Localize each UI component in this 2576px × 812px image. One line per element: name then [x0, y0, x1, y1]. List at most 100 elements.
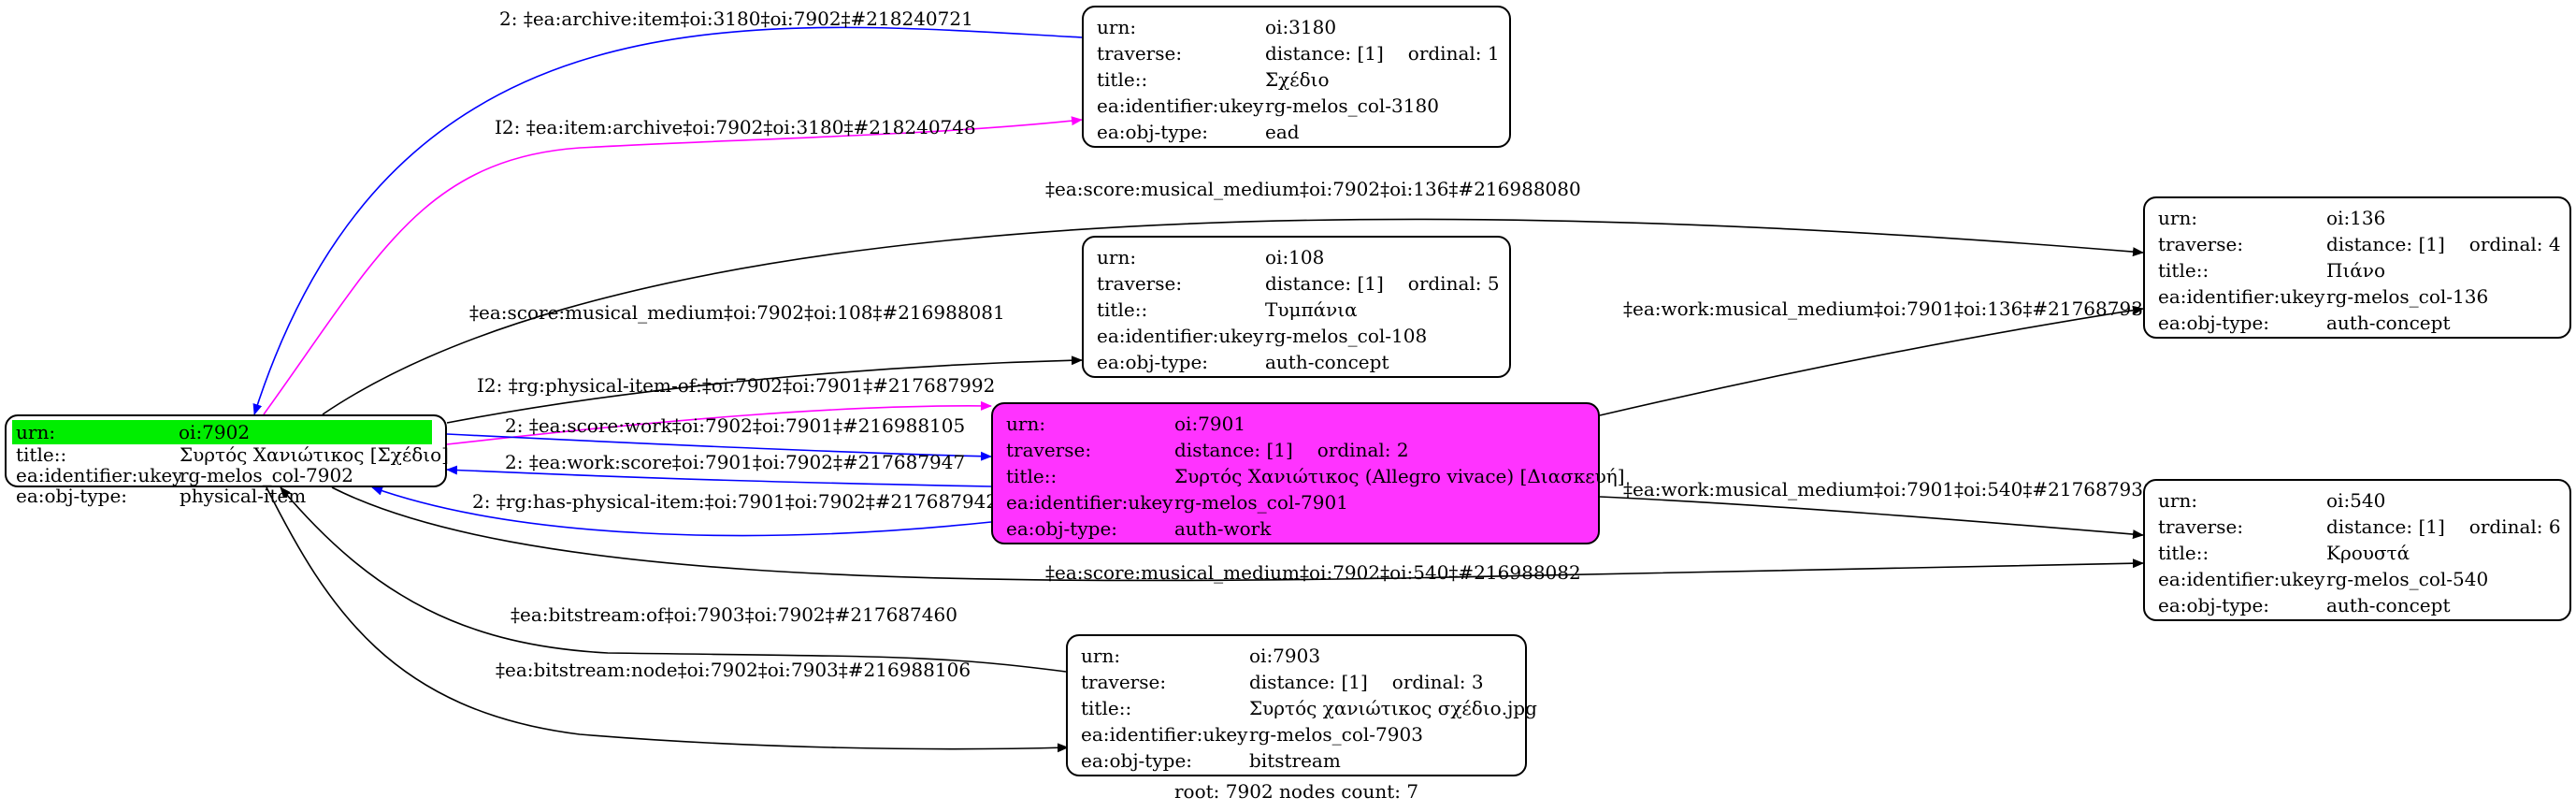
- node-key: ea:identifier:ukey: [1081, 723, 1248, 746]
- node-key: title::: [2158, 259, 2209, 282]
- node-key: ea:identifier:ukey: [16, 464, 183, 486]
- node-540[interactable]: urn: oi:540 traverse:distance: [1]ordinal…: [2143, 479, 2571, 621]
- edge-label-archive-item: 2: ‡ea:archive:item‡oi:3180‡oi:7902‡#218…: [499, 7, 973, 30]
- edge-score-medium-136: [322, 218, 2144, 415]
- node-key: ea:identifier:ukey: [2158, 285, 2325, 308]
- node-value: Τυμπάνια: [1265, 298, 1358, 321]
- edge-label-score-medium-136: ‡ea:score:musical_medium‡oi:7902‡oi:136‡…: [1045, 178, 1581, 200]
- node-key: urn:: [1097, 16, 1137, 38]
- node-value: Πιάνο: [2326, 259, 2385, 282]
- node-value: oi:7903: [1249, 645, 1321, 667]
- node-value: auth-work: [1174, 517, 1272, 540]
- node-value: oi:7901: [1174, 413, 1246, 435]
- node-key: traverse:: [1097, 272, 1183, 295]
- node-key: urn:: [12, 420, 175, 444]
- node-value: bitstream: [1249, 749, 1341, 772]
- edge-score-medium-108: [446, 355, 1083, 424]
- node-row: traverse:distance: [1]ordinal: 3: [1081, 669, 1512, 695]
- node-key: traverse:: [1097, 42, 1183, 65]
- node-key: urn:: [2158, 489, 2198, 512]
- edge-label-work-medium-136: ‡ea:work:musical_medium‡oi:7901‡oi:136‡#…: [1623, 297, 2155, 320]
- node-value: distance: [1]: [2326, 233, 2445, 255]
- node-key: ea:obj-type:: [1006, 517, 1118, 540]
- edge-label-physical-item-of: I2: ‡rg:physical-item-of:‡oi:7902‡oi:790…: [477, 374, 996, 397]
- node-value: oi:136: [2326, 207, 2386, 229]
- node-row: ea:obj-type:auth-concept: [1097, 349, 1496, 375]
- node-row: traverse:distance: [1]ordinal: 4: [2158, 231, 2561, 257]
- node-row: traverse:distance: [1]ordinal: 2: [1006, 437, 1585, 463]
- graph-footer: root: 7902 nodes count: 7: [1174, 780, 1419, 803]
- node-key: traverse:: [2158, 515, 2244, 538]
- edge-label-bitstream-of: ‡ea:bitstream:of‡oi:7903‡oi:7902‡#217687…: [511, 603, 957, 626]
- node-value: oi:540: [2326, 489, 2386, 512]
- node-key: ea:obj-type:: [16, 485, 128, 507]
- node-key: ea:obj-type:: [1097, 121, 1209, 143]
- node-key: title::: [1097, 68, 1148, 91]
- node-row: title::Συρτός Χανιώτικος (Allegro vivace…: [1006, 463, 1625, 489]
- node-value: auth-concept: [1265, 351, 1389, 373]
- node-row: ea:obj-type: auth-work: [1006, 515, 1585, 542]
- edge-score-medium-540: [331, 486, 2144, 582]
- node-key: urn:: [1097, 246, 1137, 268]
- node-key: ea:obj-type:: [2158, 312, 2270, 334]
- node-key: urn:: [2158, 207, 2198, 229]
- node-value: distance: [1]: [1265, 42, 1384, 65]
- node-value: auth-concept: [2326, 312, 2451, 334]
- node-value: oi:7902: [175, 420, 432, 444]
- node-value: rg-melos_col-136: [2326, 285, 2489, 308]
- node-value: oi:108: [1265, 246, 1325, 268]
- node-value: oi:3180: [1265, 16, 1337, 38]
- edge-label-bitstream-node: ‡ea:bitstream:node‡oi:7902‡oi:7903‡#2169…: [496, 659, 971, 681]
- node-7903[interactable]: urn: oi:7903 traverse:distance: [1]ordina…: [1066, 634, 1537, 776]
- node-row: urn: oi:7903: [1081, 643, 1512, 669]
- node-key: ea:identifier:ukey: [1006, 491, 1173, 514]
- node-row: title::Πιάνο: [2158, 257, 2556, 283]
- edge-bitstream-node: [266, 486, 1069, 753]
- edge-label-score-medium-540: ‡ea:score:musical_medium‡oi:7902‡oi:540‡…: [1045, 561, 1581, 584]
- node-value: rg-melos_col-7903: [1249, 723, 1423, 746]
- node-7901[interactable]: urn:oi:7901 traverse:distance: [1]ordina…: [991, 402, 1625, 544]
- node-row: traverse:distance: [1]ordinal: 6: [2158, 514, 2561, 540]
- node-value: rg-melos_col-108: [1265, 325, 1428, 347]
- node-row: urn: oi:3180: [1097, 14, 1496, 40]
- node-value: ead: [1265, 121, 1300, 143]
- node-key: ea:identifier:ukey: [1097, 94, 1264, 117]
- node-ordinal: ordinal: 2: [1317, 439, 1409, 461]
- edge-label-score-work: 2: ‡ea:score:work‡oi:7902‡oi:7901‡#21698…: [505, 414, 966, 437]
- node-value: distance: [1]: [1265, 272, 1384, 295]
- node-value: physical-item: [180, 485, 307, 507]
- edge-has-physical-item: [371, 486, 992, 537]
- node-key: title::: [1006, 465, 1058, 487]
- node-row: urn: oi:7902: [12, 420, 436, 444]
- node-row: title:: Συρτός Χανιώτικος [Σχέδιο]: [16, 443, 449, 466]
- edge-work-score: [446, 465, 992, 487]
- node-3180[interactable]: urn: oi:3180 traverse: distance: [1] ordina…: [1082, 6, 1511, 148]
- edge-label-item-archive: I2: ‡ea:item:archive‡oi:7902‡oi:3180‡#21…: [495, 116, 976, 138]
- edge-label-has-physical-item: 2: ‡rg:has-physical-item:‡oi:7901‡oi:790…: [472, 490, 999, 513]
- node-row: ea:obj-type:auth-concept: [2158, 592, 2556, 618]
- edge-label-score-medium-108: ‡ea:score:musical_medium‡oi:7902‡oi:108‡…: [469, 301, 1005, 324]
- node-value: auth-concept: [2326, 594, 2451, 616]
- node-row: urn: oi:7901: [1006, 411, 1585, 437]
- node-row: ea:obj-type: bitstream: [1081, 747, 1512, 774]
- node-136[interactable]: urn:oi:136 traverse:distance: [1]ordinal…: [2143, 196, 2571, 339]
- node-row: ea:obj-type: auth-concept: [2158, 310, 2556, 336]
- node-key: urn:: [1081, 645, 1121, 667]
- node-key: title::: [16, 443, 67, 466]
- node-key: urn:: [1006, 413, 1046, 435]
- edge-item-archive: [263, 116, 1083, 415]
- node-7902[interactable]: urn: oi:7902 title:: Συρτός Χανιώτικος […: [5, 414, 449, 507]
- node-value: distance: [1]: [1174, 439, 1293, 461]
- node-108[interactable]: urn:oi:108 traverse:distance: [1]ordinal…: [1082, 236, 1511, 378]
- node-ordinal: ordinal: 4: [2468, 233, 2561, 255]
- node-value: Σχέδιο: [1265, 68, 1330, 91]
- node-key: ea:obj-type:: [1081, 749, 1193, 772]
- node-ordinal: ordinal: 1: [1407, 42, 1500, 65]
- node-key: title::: [2158, 542, 2209, 564]
